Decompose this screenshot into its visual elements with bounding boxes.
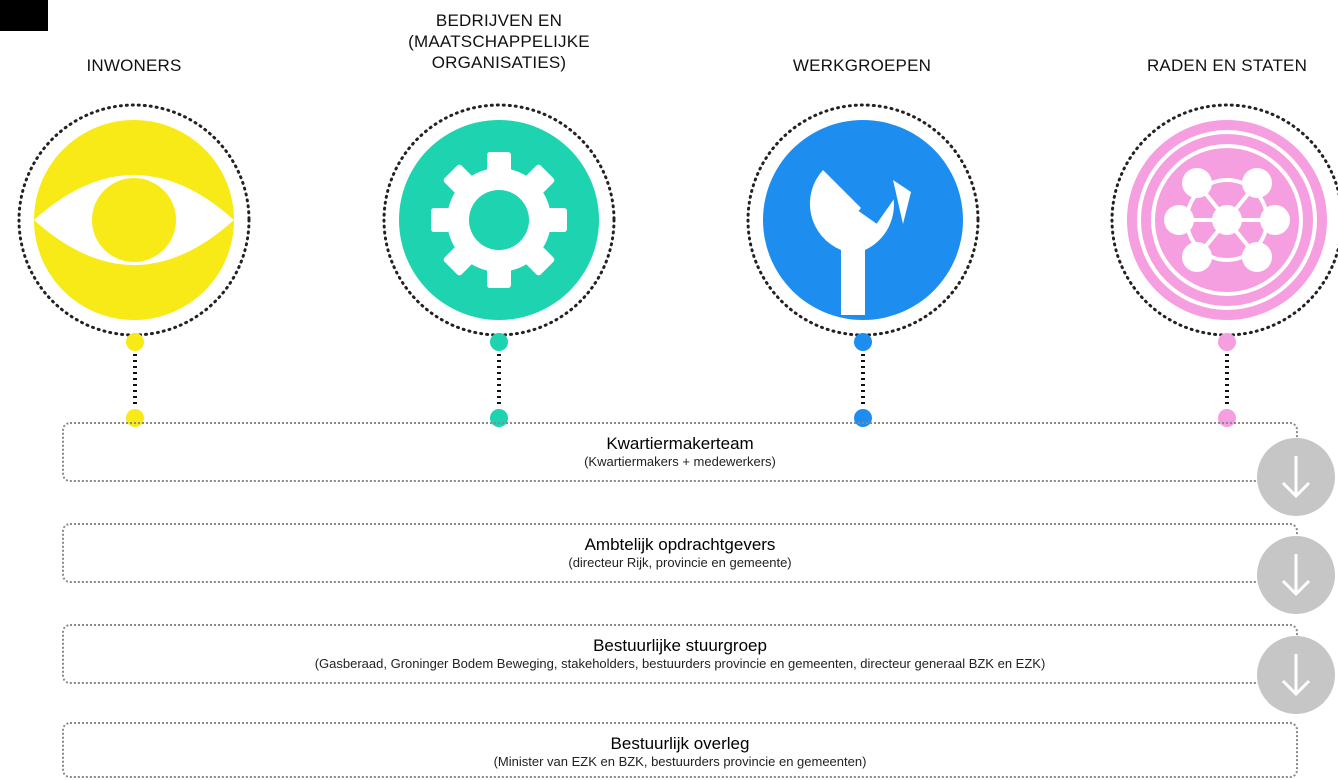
group-title-raden: RADEN EN STATEN [1097,55,1338,76]
arrow-down-3 [1257,636,1335,714]
network-icon [1110,103,1338,337]
group-icon-inwoners [14,100,254,340]
arrow-down-icon [1281,456,1311,499]
group-title-werkgroepen: WERKGROEPEN [732,55,992,76]
wrench-icon [746,103,980,337]
level-title: Bestuurlijk overleg [610,734,750,753]
level-ambtelijk-opdrachtgevers: Ambtelijk opdrachtgevers (directeur Rijk… [62,523,1298,583]
group-title-bedrijven: BEDRIJVEN EN (MAATSCHAPPELIJKE ORGANISAT… [369,10,629,73]
connector-line [854,333,872,427]
group-icon-raden [1107,100,1338,340]
level-subtitle: (Minister van EZK en BZK, bestuurders pr… [493,754,867,769]
arrow-down-icon [1281,654,1311,697]
level-bestuurlijke-stuurgroep: Bestuurlijke stuurgroep (Gasberaad, Gron… [62,624,1298,684]
eye-icon [17,103,251,337]
level-title: Bestuurlijke stuurgroep [593,636,767,655]
connector-raden [1212,332,1242,433]
level-bestuurlijk-overleg: Bestuurlijk overleg (Minister van EZK en… [62,722,1298,778]
group-title-line: RADEN EN STATEN [1146,56,1308,75]
corner-mark [0,0,48,31]
group-title-line: INWONERS [86,56,182,75]
connector-bedrijven [484,332,514,433]
arrow-down-1 [1257,438,1335,516]
level-subtitle: (Kwartiermakers + medewerkers) [584,454,776,469]
group-title-line: BEDRIJVEN EN [435,11,563,30]
connector-line [490,333,508,427]
connector-werkgroepen [848,332,878,433]
gear-icon [382,103,616,337]
connector-line [1218,333,1236,427]
level-title: Kwartiermakerteam [606,434,754,453]
level-subtitle: (Gasberaad, Groninger Bodem Beweging, st… [314,656,1046,671]
level-subtitle: (directeur Rijk, provincie en gemeente) [568,555,792,570]
group-title-line: WERKGROEPEN [792,56,932,75]
level-kwartiermakerteam: Kwartiermakerteam (Kwartiermakers + mede… [62,422,1298,482]
connector-inwoners [120,332,150,433]
group-title-line: (MAATSCHAPPELIJKE [408,32,590,51]
arrow-down-2 [1257,536,1335,614]
connector-line [126,333,144,427]
group-icon-bedrijven [379,100,619,340]
level-title: Ambtelijk opdrachtgevers [584,535,776,554]
group-title-inwoners: INWONERS [4,55,264,76]
group-title-line: ORGANISATIES) [431,53,567,72]
arrow-down-icon [1281,554,1311,597]
group-icon-werkgroepen [743,100,983,340]
